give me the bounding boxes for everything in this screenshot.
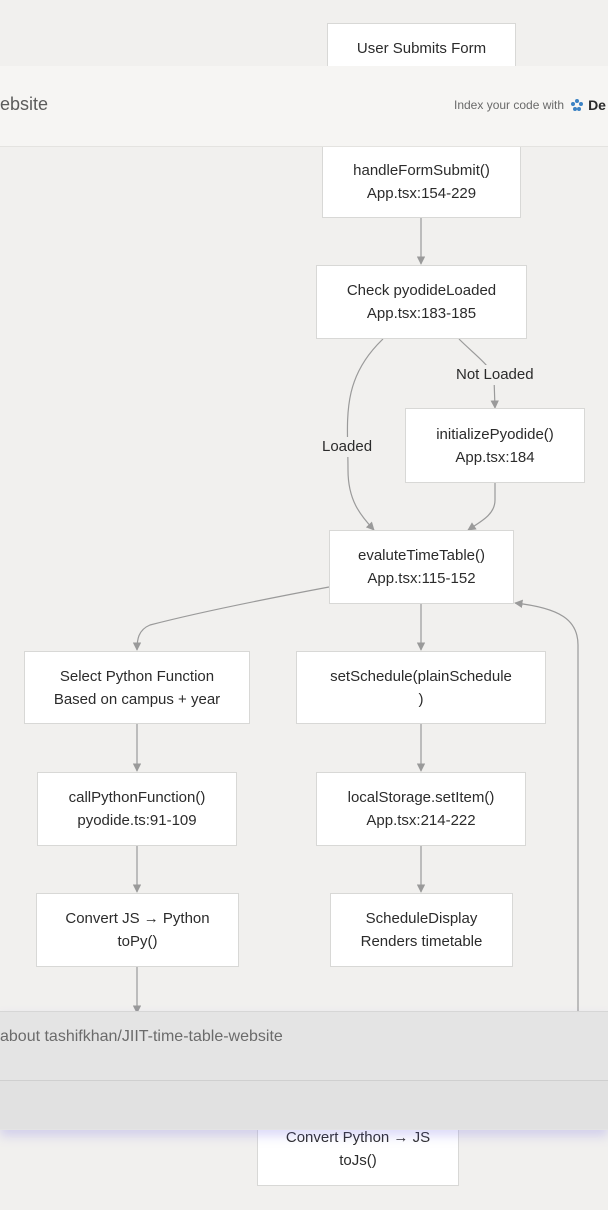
node-check-pyodide-loaded: Check pyodideLoaded App.tsx:183-185 — [316, 265, 527, 339]
node-select-python-function: Select Python Function Based on campus +… — [24, 651, 250, 724]
node-sublabel: toJs() — [339, 1152, 377, 1169]
node-label: setSchedule(plainSchedule — [330, 667, 512, 685]
node-convert-js-to-python: Convert JS → Python toPy() — [36, 893, 239, 967]
edge-evaluate-to-select — [132, 586, 330, 651]
node-set-schedule: setSchedule(plainSchedule ) — [296, 651, 546, 724]
node-label: handleFormSubmit() — [353, 161, 490, 179]
index-promo-link[interactable]: Index your code with De — [454, 97, 606, 113]
edge-return-to-evaluate — [514, 599, 579, 1012]
node-sublabel: App.tsx:184 — [455, 448, 535, 466]
ask-panel-divider — [0, 1080, 608, 1081]
node-schedule-display: ScheduleDisplay Renders timetable — [330, 893, 513, 967]
node-sublabel: App.tsx:115-152 — [367, 570, 476, 587]
node-label: User Submits Form — [356, 39, 487, 57]
edge-label-loaded: Loaded — [320, 437, 375, 457]
node-sublabel: pyodide.ts:91-109 — [77, 812, 197, 829]
edge-check-to-evaluate — [346, 338, 384, 531]
node-label: Convert Python → JS — [285, 1129, 431, 1146]
node-evaluate-timetable: evaluteTimeTable() App.tsx:115-152 — [329, 530, 514, 604]
node-sublabel: Renders timetable — [360, 933, 483, 950]
node-sublabel: toPy() — [117, 933, 158, 950]
edge-init-to-evaluate — [467, 483, 496, 531]
brand-name: De — [588, 97, 606, 113]
promo-text: Index your code with — [454, 98, 565, 112]
node-handle-form-submit: handleFormSubmit() App.tsx:154-229 — [322, 145, 521, 218]
node-label: Check pyodideLoaded — [346, 282, 497, 299]
node-label: Convert JS → Python — [65, 910, 210, 927]
node-sublabel: ) — [418, 690, 424, 708]
repo-header-bar: ebsite Index your code with De — [0, 66, 608, 147]
node-user-submits-form: User Submits Form — [327, 23, 516, 73]
node-sublabel: Based on campus + year — [53, 690, 221, 708]
node-label: callPythonFunction() — [68, 789, 206, 806]
node-label: evaluteTimeTable() — [358, 547, 485, 564]
node-call-python-function: callPythonFunction() pyodide.ts:91-109 — [37, 772, 237, 846]
node-initialize-pyodide: initializePyodide() App.tsx:184 — [405, 408, 585, 483]
ask-input[interactable] — [0, 1081, 608, 1129]
node-sublabel: App.tsx:214-222 — [366, 812, 476, 829]
brand-logo-icon — [571, 99, 584, 111]
node-sublabel: App.tsx:154-229 — [366, 184, 477, 202]
node-label: initializePyodide() — [436, 425, 554, 443]
node-label: localStorage.setItem() — [347, 789, 495, 806]
node-local-storage-set-item: localStorage.setItem() App.tsx:214-222 — [316, 772, 526, 846]
node-label: ScheduleDisplay — [365, 910, 478, 927]
node-label: Select Python Function — [59, 667, 215, 685]
repo-title[interactable]: ebsite — [0, 94, 49, 114]
ask-panel: about tashifkhan/JIIT-time-table-website — [0, 1011, 608, 1130]
edge-label-not-loaded: Not Loaded — [454, 365, 536, 385]
ask-prompt-text: about tashifkhan/JIIT-time-table-website — [0, 1028, 283, 1045]
node-sublabel: App.tsx:183-185 — [366, 305, 477, 322]
